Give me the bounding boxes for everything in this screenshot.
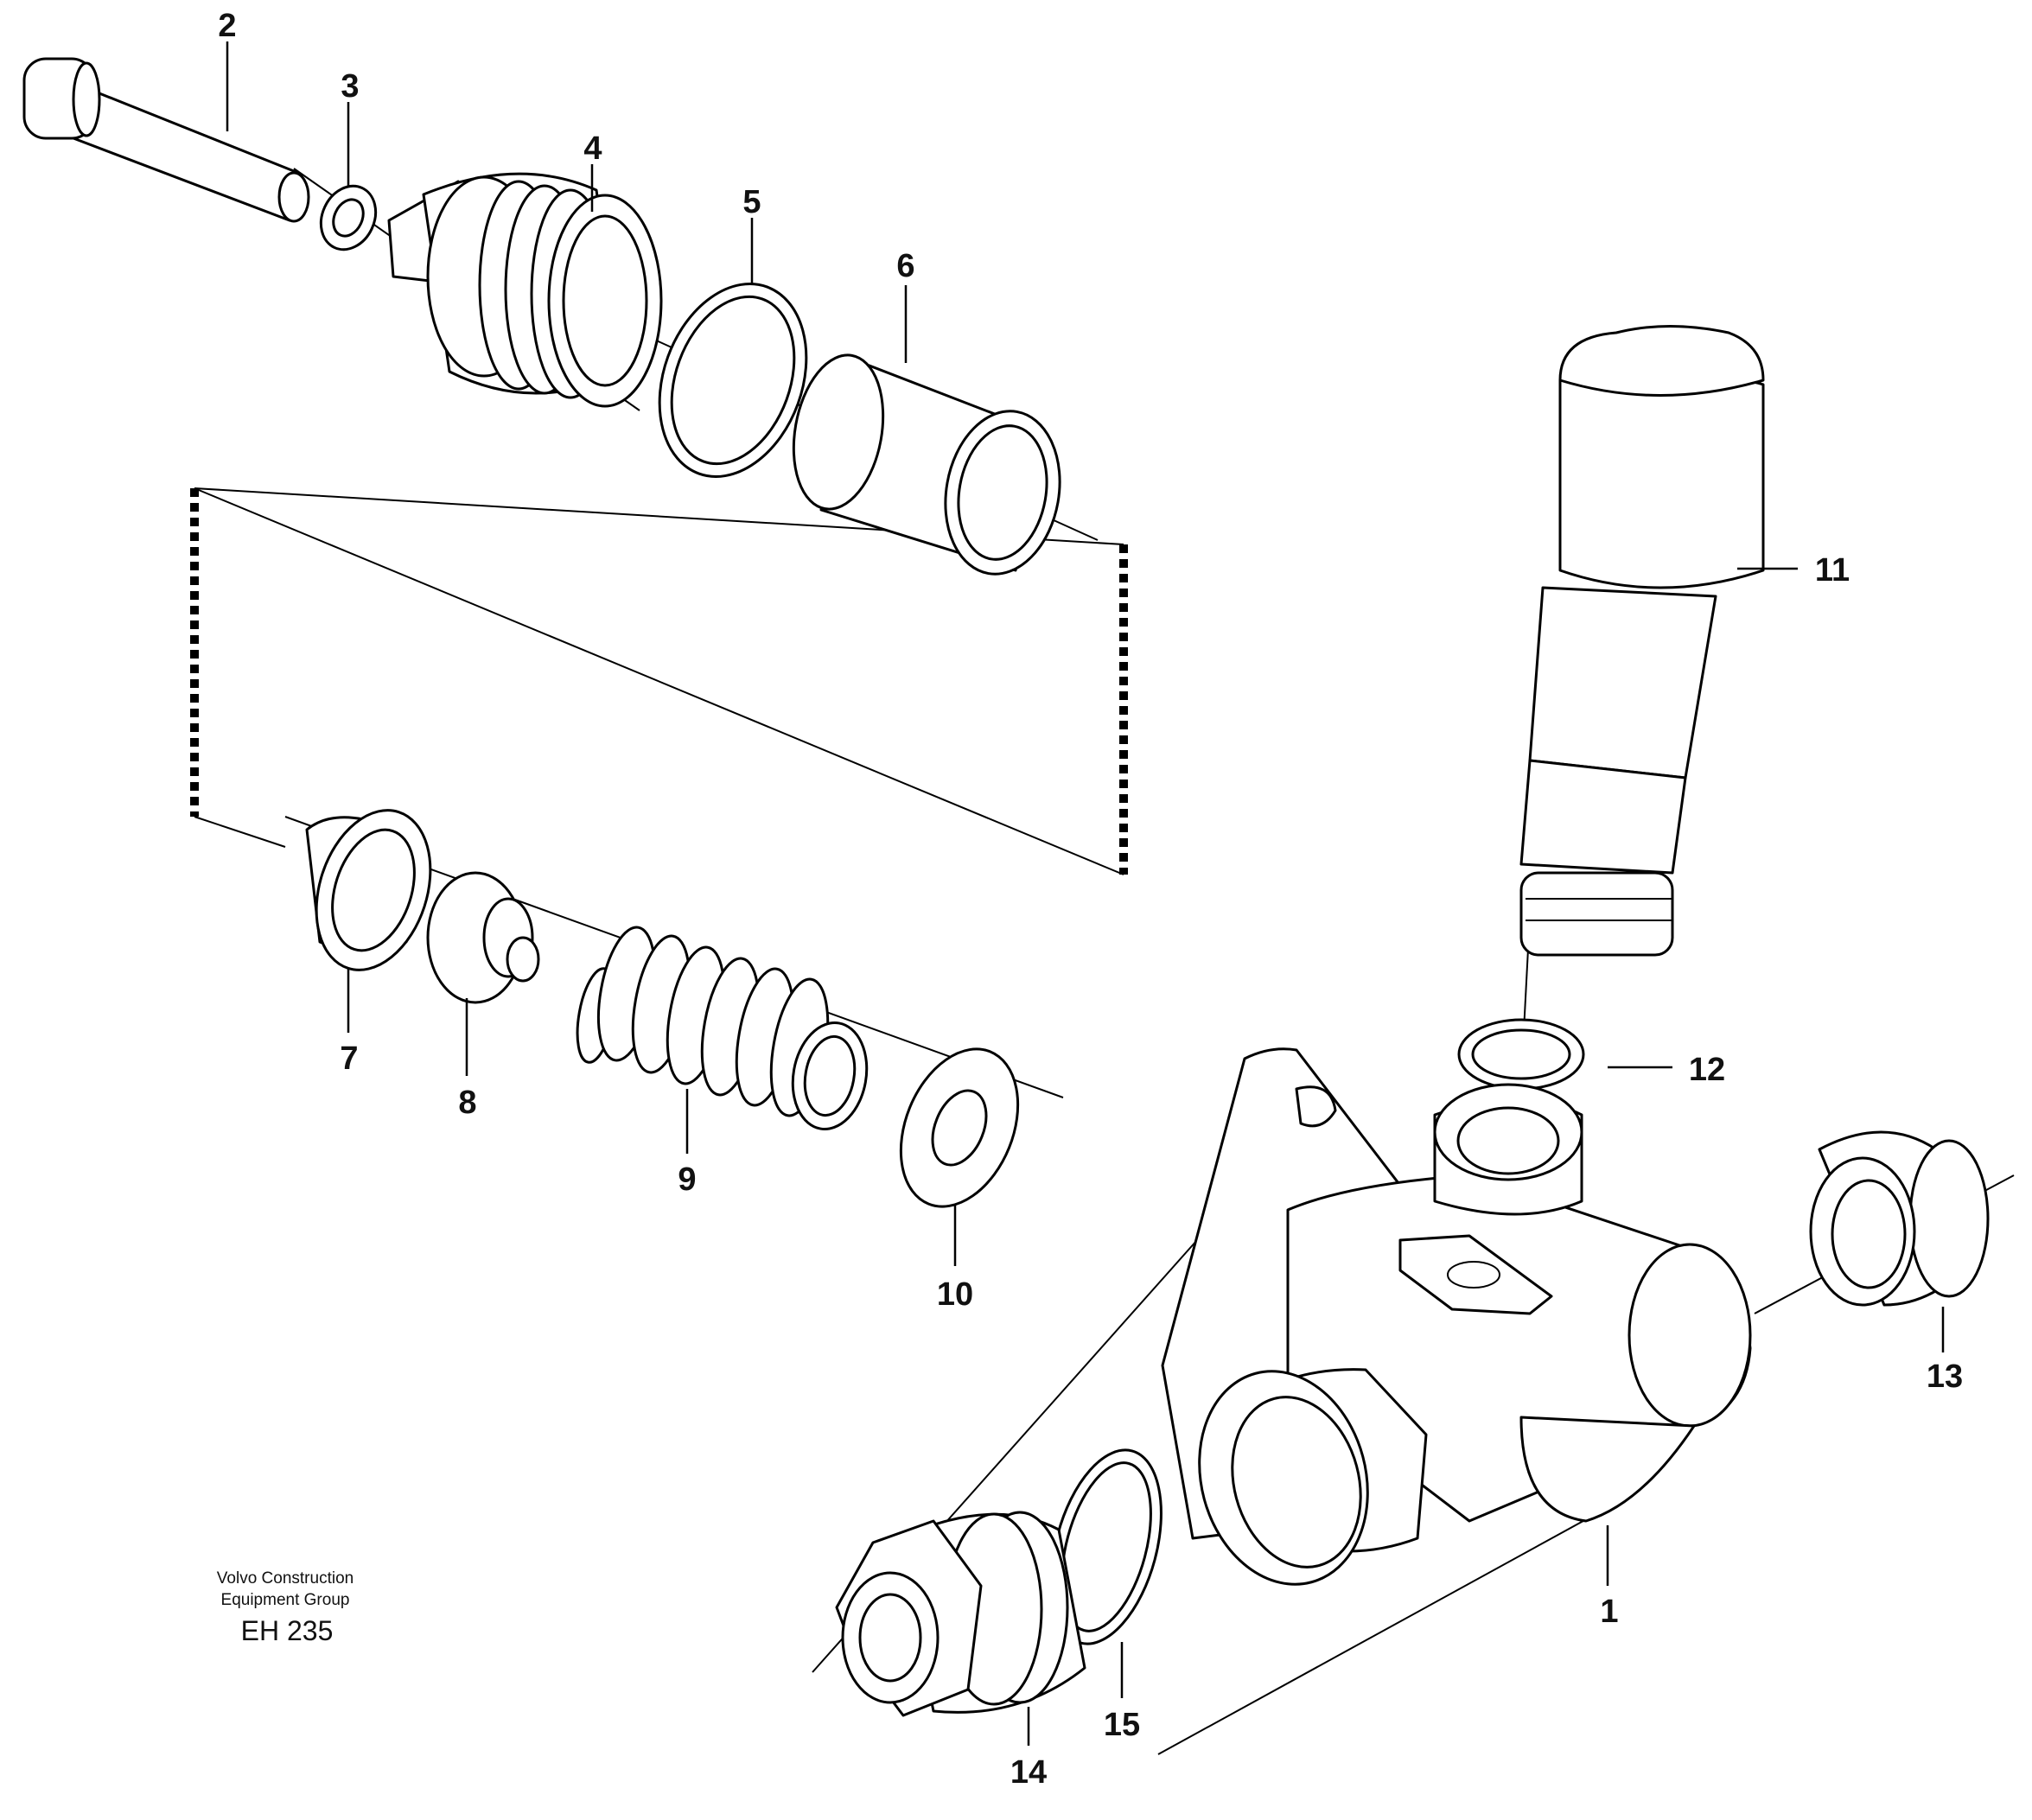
part-3-o-ring — [319, 184, 378, 251]
callout-4: 4 — [583, 130, 602, 167]
callout-6: 6 — [896, 248, 914, 284]
publisher-credit: Volvo Construction Equipment Group EH 23… — [217, 1569, 354, 1646]
callout-2: 2 — [218, 8, 236, 44]
part-7-bushing — [305, 809, 432, 971]
part-10-washer — [899, 1047, 1020, 1208]
part-6-sleeve — [792, 353, 1061, 576]
leader-lines — [226, 41, 1945, 1746]
callout-14: 14 — [1010, 1754, 1047, 1791]
callout-11: 11 — [1815, 552, 1850, 589]
part-9-spring — [576, 926, 869, 1130]
part-4-threaded-housing — [387, 172, 663, 408]
callout-9: 9 — [678, 1161, 696, 1198]
callout-1: 1 — [1600, 1594, 1618, 1630]
callout-12: 12 — [1689, 1052, 1725, 1088]
part-11-filter — [1519, 325, 1765, 957]
part-12-sealing-ring — [1457, 1018, 1585, 1091]
callout-10: 10 — [937, 1276, 973, 1313]
part-14-banjo-screw — [835, 1511, 1086, 1717]
part-5-snap-ring — [658, 283, 808, 478]
drawing-code: EH 235 — [241, 1615, 334, 1646]
credit-line-2: Equipment Group — [221, 1591, 350, 1609]
callout-8: 8 — [458, 1085, 476, 1121]
part-1-pump-body — [1161, 1047, 1752, 1586]
callout-13: 13 — [1927, 1359, 1963, 1395]
part-2-pin — [22, 57, 310, 223]
part-13-plug — [1809, 1130, 1990, 1307]
callout-15: 15 — [1104, 1707, 1140, 1743]
callout-labels: 2 3 4 5 6 11 12 13 7 8 9 10 1 15 14 — [218, 8, 1963, 1791]
callout-3: 3 — [341, 68, 359, 105]
part-8-valve-piston — [426, 871, 540, 1004]
credit-line-1: Volvo Construction — [217, 1569, 354, 1588]
callout-7: 7 — [340, 1040, 358, 1077]
callout-5: 5 — [742, 184, 761, 220]
